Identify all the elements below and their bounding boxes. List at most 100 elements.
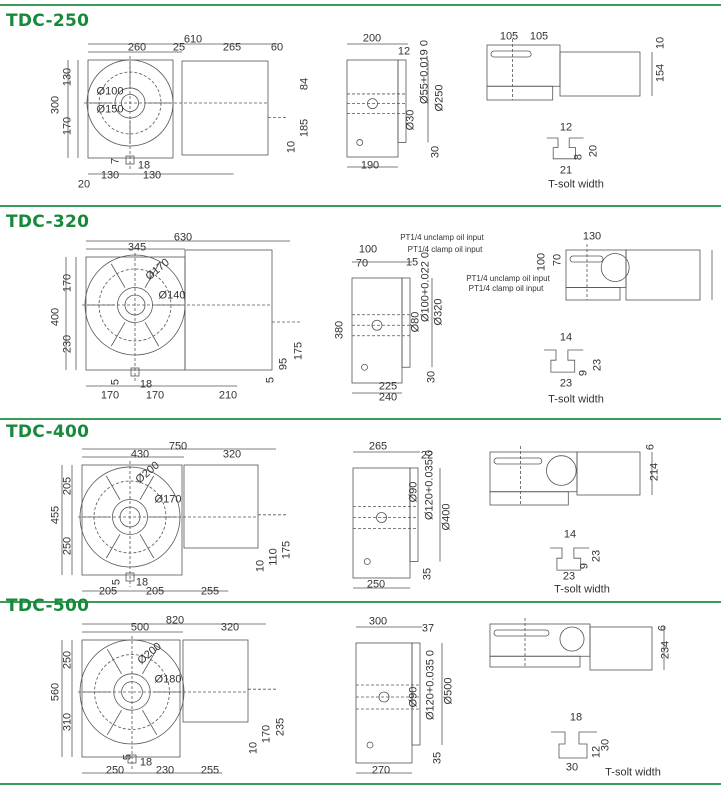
- key-slot: [125, 572, 135, 582]
- model-title: TDC-400: [6, 422, 90, 442]
- side-view: [351, 261, 433, 394]
- dimension-label: 18: [569, 711, 583, 724]
- dimension-label: Ø90: [407, 686, 420, 708]
- dimension-label: 200: [362, 32, 382, 45]
- dimension-label: 30: [565, 761, 579, 774]
- front-view: [61, 623, 276, 774]
- t-slot-line: [105, 475, 121, 500]
- dimension-label: 70: [551, 253, 564, 267]
- dimension-label: 230: [61, 334, 74, 354]
- dimension-label: 22: [420, 449, 434, 462]
- front-view: [67, 43, 288, 175]
- dimension-label: Ø320: [432, 298, 445, 326]
- t-slot-detail: [544, 349, 584, 373]
- dimension-label: 7: [109, 157, 122, 165]
- motor-housing: [184, 249, 273, 371]
- spindle-flange: [411, 642, 421, 746]
- dimension-label: 130: [61, 67, 74, 87]
- dimension-label: 25: [172, 41, 186, 54]
- port-hole: [367, 98, 378, 110]
- slot: [490, 50, 532, 58]
- side-body: [352, 467, 411, 579]
- dimension-label: 23: [559, 377, 573, 390]
- mount-hole: [361, 363, 368, 371]
- dimension-label: 6: [656, 624, 669, 632]
- port-hole: [378, 691, 390, 703]
- key-slot: [130, 367, 140, 377]
- top-view: [489, 446, 653, 506]
- dimension-label: 5: [110, 578, 123, 586]
- dimension-label: 300: [49, 95, 62, 115]
- dimension-label: Ø120+0.035 0: [423, 449, 436, 521]
- dimension-label: 214: [648, 462, 661, 482]
- dimension-label: 630: [173, 231, 193, 244]
- dimension-label: 234: [659, 640, 672, 660]
- dimension-label: 12: [397, 45, 411, 58]
- dimension-label: 205: [145, 585, 165, 598]
- spindle-flange: [409, 467, 419, 562]
- key-slot: [125, 155, 135, 165]
- dimension-label: 500: [130, 621, 150, 634]
- model-title: TDC-320: [6, 212, 90, 232]
- t-slot-profile: [546, 137, 584, 160]
- dimension-label: 250: [61, 650, 74, 670]
- top-base: [489, 655, 581, 668]
- dimension-label: Ø150: [96, 103, 124, 116]
- section-divider: [0, 601, 721, 603]
- dimension-label: Ø170: [154, 493, 182, 506]
- dimension-label: 14: [559, 331, 573, 344]
- t-slot-line: [139, 534, 155, 559]
- t-slot-line: [105, 534, 121, 559]
- mount-hole: [356, 139, 364, 146]
- motor-housing: [182, 639, 249, 723]
- dimension-label: 300: [368, 615, 388, 628]
- dimension-label: 9: [577, 369, 590, 377]
- key-slot: [127, 754, 137, 764]
- top-motor: [576, 451, 641, 496]
- mount-hole: [366, 741, 374, 749]
- dimension-label: Ø180: [154, 673, 182, 686]
- top-view: [489, 618, 665, 671]
- dimension-label: 84: [298, 77, 311, 91]
- dimension-label: 10: [654, 36, 667, 50]
- dimension-label: 12: [559, 121, 573, 134]
- dimension-label: 18: [139, 378, 153, 391]
- section-divider: [0, 205, 721, 207]
- oil-input-note: PT1/4 clamp oil input: [468, 284, 544, 293]
- dimension-label: 250: [61, 536, 74, 556]
- dimension-label: 15: [405, 256, 419, 269]
- dimension-label: 18: [135, 576, 149, 589]
- side-view: [352, 451, 441, 589]
- dimension-label: 8: [572, 153, 585, 161]
- dimension-label: Ø120+0.035 0: [424, 649, 437, 721]
- dimension-label: 255: [200, 585, 220, 598]
- dimension-label: 560: [49, 682, 62, 702]
- dimension-label: 100: [535, 252, 548, 272]
- dimension-label: Ø250: [433, 84, 446, 112]
- dimension-label: 175: [292, 341, 305, 361]
- dimension-label: 190: [360, 159, 380, 172]
- section-divider: [0, 418, 721, 420]
- t-slot-line: [139, 475, 155, 500]
- dimension-label: 21: [559, 164, 573, 177]
- dimension-label: 270: [371, 764, 391, 777]
- dimension-label: 37: [421, 622, 435, 635]
- dimension-label: 750: [168, 440, 188, 453]
- mount-hole: [363, 558, 371, 565]
- top-body: [489, 623, 591, 657]
- front-view: [61, 448, 286, 592]
- t-slot-line: [144, 322, 160, 347]
- dimension-label: 170: [61, 273, 74, 293]
- dimension-label: 170: [100, 389, 120, 402]
- top-view: [486, 39, 653, 101]
- base-plate: [81, 639, 181, 758]
- t-slot-profile: [544, 349, 584, 373]
- t-slot-detail: [546, 137, 584, 160]
- flange-circle: [600, 253, 630, 282]
- dimension-label: 6: [644, 443, 657, 451]
- dimension-label: Ø100: [96, 85, 124, 98]
- dimension-label: 14: [563, 528, 577, 541]
- base-plate: [85, 256, 186, 371]
- oil-input-note: PT1/4 clamp oil input: [407, 245, 483, 254]
- dimension-label: 60: [270, 41, 284, 54]
